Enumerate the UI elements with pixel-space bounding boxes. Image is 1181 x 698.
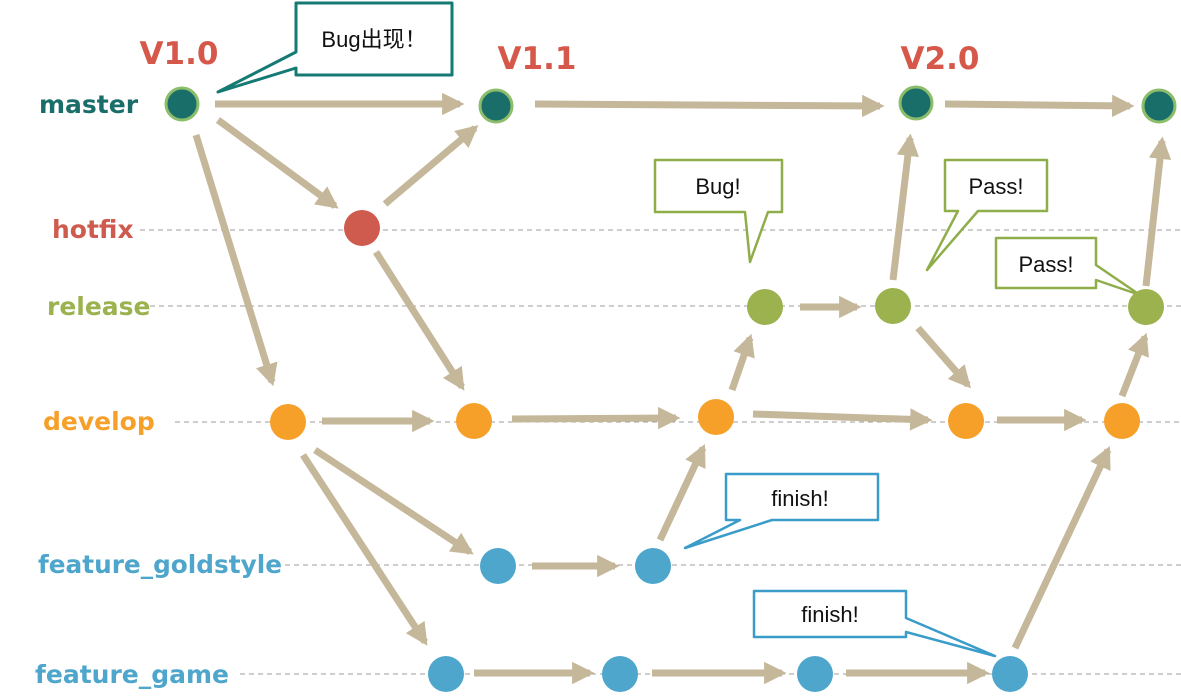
callout-bubble bbox=[216, 1, 454, 94]
arrow-master-to-hotfix bbox=[215, 117, 339, 209]
commit-node-master-v1-1 bbox=[478, 88, 514, 124]
nodes-hotfix bbox=[344, 210, 380, 246]
arrow-develop-to-release bbox=[728, 333, 755, 392]
arrow-master-v2-0-to-latest bbox=[944, 94, 1135, 118]
nodes-master bbox=[164, 85, 1177, 124]
commit-node-game-3 bbox=[797, 656, 833, 692]
arrow-master-to-develop bbox=[192, 133, 278, 387]
callout-bubble bbox=[752, 589, 997, 658]
arrow-master-v1-1-to-v2-0 bbox=[534, 94, 885, 118]
arrow-release-to-develop bbox=[915, 325, 971, 389]
commit-node-hotfix bbox=[344, 210, 380, 246]
arrow-develop-to-feature-game bbox=[300, 453, 428, 646]
callout-bug-release: Bug! bbox=[653, 158, 784, 264]
callout-text: finish! bbox=[801, 602, 858, 627]
commit-node-develop-4 bbox=[948, 403, 984, 439]
arrow-hotfix-to-master bbox=[382, 125, 479, 207]
nodes-develop bbox=[270, 399, 1140, 440]
commit-node-goldstyle-1 bbox=[480, 548, 516, 584]
nodes-feature-goldstyle bbox=[480, 548, 671, 584]
callout-bubble bbox=[994, 236, 1142, 297]
callout-finish-goldstyle: finish! bbox=[683, 472, 880, 550]
commit-node-release-3 bbox=[1128, 289, 1164, 325]
lane-lines bbox=[140, 229, 1181, 675]
arrow-develop-3-to-4 bbox=[752, 408, 933, 431]
branch-label-feature-game: feature_game bbox=[35, 660, 229, 689]
branch-label-feature-goldstyle: feature_goldstyle bbox=[38, 550, 282, 579]
arrow-release-to-master-latest bbox=[1142, 136, 1172, 287]
commit-node-master-v1-0 bbox=[164, 86, 200, 122]
commit-node-game-4 bbox=[992, 656, 1028, 692]
arrow-develop-to-feature-goldstyle bbox=[313, 447, 474, 555]
callout-text: finish! bbox=[771, 486, 828, 511]
arrow-game-to-develop bbox=[1011, 445, 1112, 650]
callout-bubble bbox=[925, 158, 1049, 272]
arrow-hotfix-to-develop bbox=[373, 250, 465, 391]
commit-node-game-1 bbox=[428, 656, 464, 692]
branch-label-develop: develop bbox=[43, 407, 155, 436]
arrow-develop-to-release-2 bbox=[1118, 332, 1149, 398]
branch-label-release: release bbox=[47, 292, 151, 321]
callout-text: Pass! bbox=[1018, 252, 1073, 277]
commit-node-develop-2 bbox=[456, 403, 492, 439]
commit-node-develop-5 bbox=[1104, 403, 1140, 439]
commit-node-release-2 bbox=[875, 288, 911, 324]
arrow-develop-2-to-3 bbox=[511, 406, 681, 430]
callout-bug-master: Bug出现！ bbox=[216, 1, 454, 94]
commit-node-develop-3 bbox=[698, 399, 734, 435]
branch-label-hotfix: hotfix bbox=[52, 215, 134, 244]
arrow-goldstyle-to-develop bbox=[656, 443, 707, 542]
version-label-v2-0: V2.0 bbox=[901, 41, 980, 77]
callout-text: Pass! bbox=[968, 174, 1023, 199]
arrows bbox=[192, 92, 1172, 685]
version-label-v1-0: V1.0 bbox=[140, 36, 219, 72]
callout-bubble bbox=[683, 472, 880, 550]
callout-bubble bbox=[653, 158, 784, 264]
callout-pass-1: Pass! bbox=[925, 158, 1049, 272]
commit-node-develop-1 bbox=[270, 404, 306, 440]
branch-label-master: master bbox=[39, 90, 139, 119]
arrow-release-to-master-v2-0 bbox=[889, 133, 919, 281]
commit-node-game-2 bbox=[602, 656, 638, 692]
callout-pass-2: Pass! bbox=[994, 236, 1142, 297]
nodes-feature-game bbox=[428, 656, 1028, 692]
nodes-release bbox=[747, 288, 1164, 325]
commit-node-goldstyle-2 bbox=[635, 548, 671, 584]
commit-node-release-1 bbox=[747, 289, 783, 325]
callout-finish-game: finish! bbox=[752, 589, 997, 658]
callout-text: Bug! bbox=[695, 174, 740, 199]
version-label-v1-1: V1.1 bbox=[498, 41, 577, 77]
callout-text: Bug出现！ bbox=[321, 27, 426, 52]
commit-node-master-latest bbox=[1141, 88, 1177, 124]
commit-node-master-v2-0 bbox=[898, 85, 934, 121]
